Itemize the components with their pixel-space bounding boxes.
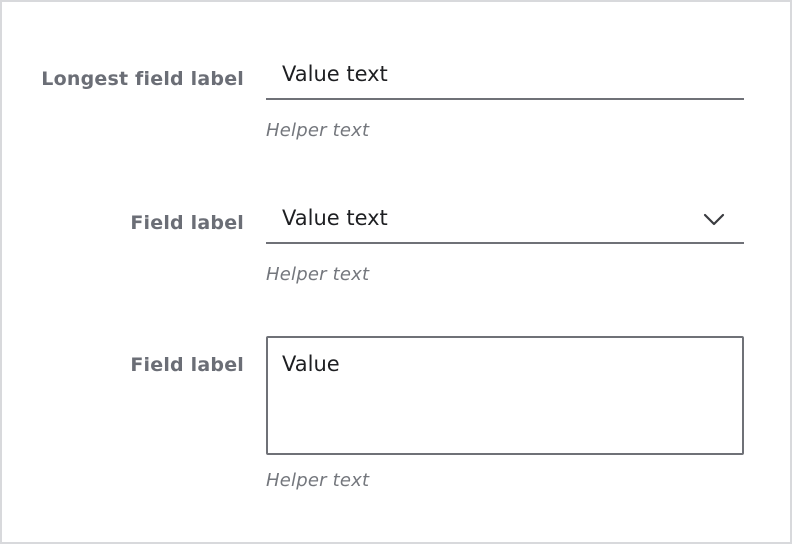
textarea-value: Value [282,352,340,376]
chevron-down-icon[interactable] [702,208,726,232]
select-input[interactable]: Value text [266,204,744,244]
field-label: Field label [130,212,244,234]
helper-text: Helper text [266,470,370,491]
textarea-input[interactable]: Value [266,336,744,455]
text-input[interactable]: Value text [266,60,744,100]
field-label: Field label [130,354,244,376]
input-value: Value text [282,62,388,86]
helper-text: Helper text [266,264,370,285]
field-label: Longest field label [41,68,244,90]
select-value: Value text [282,206,388,230]
helper-text: Helper text [266,120,370,141]
